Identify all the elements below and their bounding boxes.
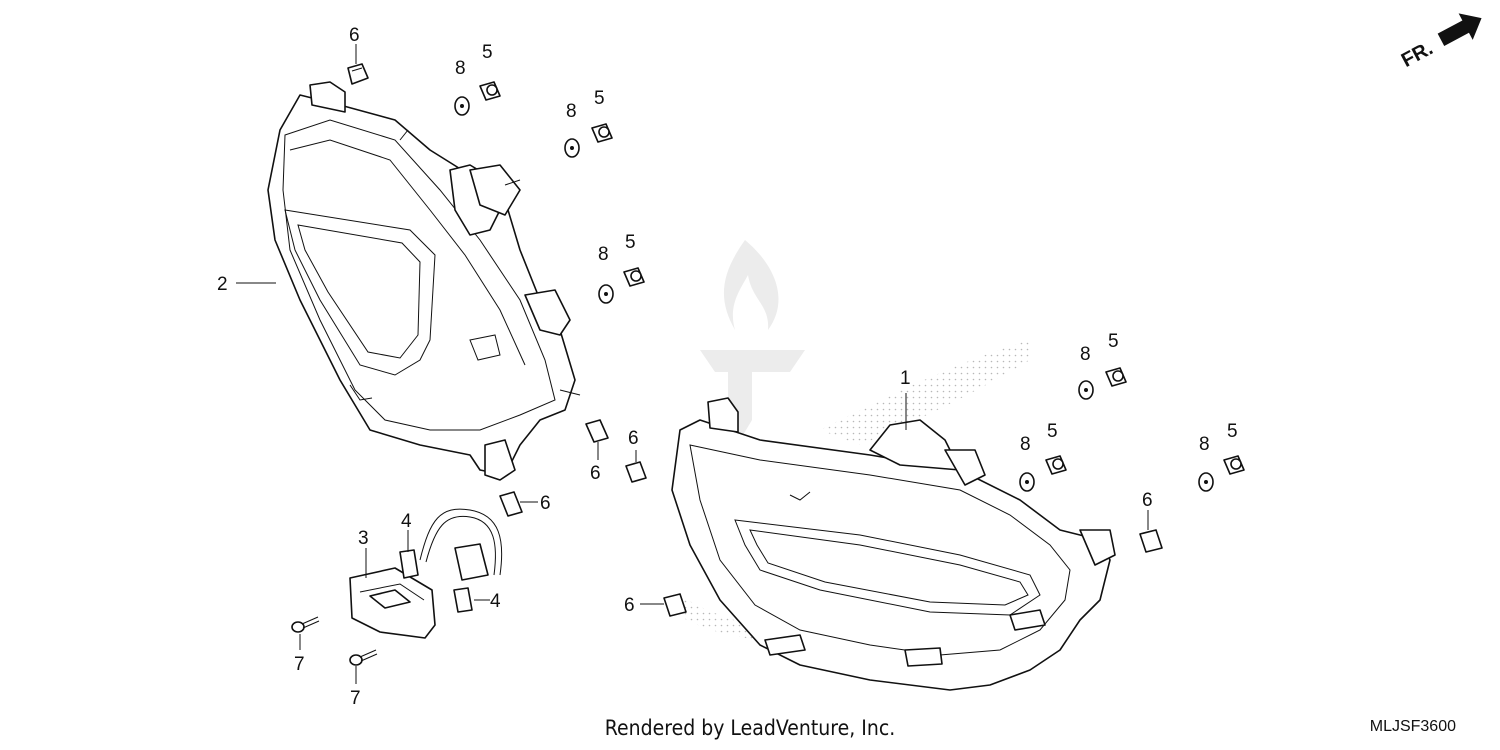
- callout-part-6: 6: [624, 595, 635, 616]
- callout-part-8: 8: [1199, 434, 1210, 455]
- direction-label: FR.: [1398, 37, 1437, 72]
- callout-part-6: 6: [628, 428, 639, 449]
- callout-part-2: 2: [217, 274, 228, 295]
- callout-part-4: 4: [490, 591, 501, 612]
- callout-part-6: 6: [1142, 490, 1153, 511]
- footer-credit: Rendered by LeadVenture, Inc.: [604, 716, 896, 740]
- callout-part-5: 5: [625, 232, 636, 253]
- clip-part-6-b: [625, 461, 647, 483]
- clip-part-6-e: [663, 593, 687, 617]
- direction-arrow-icon: FR.: [1398, 13, 1482, 72]
- washer-nut-set-5: [1019, 455, 1067, 492]
- callout-part-1: 1: [900, 368, 911, 389]
- callout-part-7: 7: [294, 654, 305, 675]
- headlight-assembly-right: [671, 397, 1116, 691]
- leadventure-watermark-icon: [700, 240, 805, 440]
- sensor-part-3: [349, 508, 503, 639]
- callout-labels: 1 2 3 4 4 6 8 5 8 5 8 5 6 6 6 6 6 8 5 8 …: [217, 25, 1238, 709]
- screw-part-7-b: [349, 649, 378, 666]
- clamp-part-4-b: [453, 587, 473, 613]
- callout-part-8: 8: [1080, 344, 1091, 365]
- leader-lines: [236, 44, 1149, 684]
- washer-nut-set-1: [454, 81, 501, 116]
- washer-nut-set-2: [564, 123, 613, 158]
- clamp-part-4-a: [399, 549, 419, 579]
- callout-part-5: 5: [1108, 331, 1119, 352]
- diagram-code: MLJSF3600: [1369, 718, 1456, 735]
- callout-part-6: 6: [349, 25, 360, 46]
- washer-nut-set-4: [1078, 367, 1127, 400]
- clip-part-6-d: [1139, 529, 1163, 553]
- clip-part-6-c: [499, 491, 523, 517]
- callout-part-5: 5: [482, 42, 493, 63]
- callout-part-8: 8: [598, 244, 609, 265]
- clip-part-6-top: [347, 63, 369, 85]
- callout-part-8: 8: [455, 58, 466, 79]
- callout-part-3: 3: [358, 528, 369, 549]
- washer-nut-set-6: [1198, 455, 1245, 492]
- callout-part-6: 6: [590, 463, 601, 484]
- headlight-assembly-left: [267, 81, 581, 481]
- callout-part-5: 5: [1227, 421, 1238, 442]
- callout-part-5: 5: [1047, 421, 1058, 442]
- callout-part-6: 6: [540, 493, 551, 514]
- callout-part-8: 8: [1020, 434, 1031, 455]
- callout-part-8: 8: [566, 101, 577, 122]
- screw-part-7-a: [291, 616, 320, 633]
- callout-part-7: 7: [350, 688, 361, 709]
- clip-part-6-a: [585, 419, 609, 443]
- shade-area-upper: [820, 340, 1030, 445]
- callout-part-5: 5: [594, 88, 605, 109]
- washer-nut-set-3: [598, 267, 645, 304]
- callout-part-4: 4: [401, 511, 412, 532]
